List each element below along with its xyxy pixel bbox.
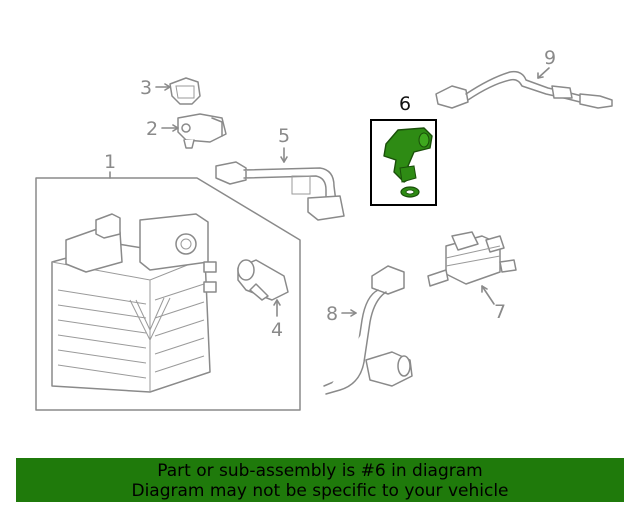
callout-5: 5 xyxy=(278,125,290,163)
callout-6: 6 xyxy=(399,93,411,115)
part-9-oxygen-sensor[interactable] xyxy=(435,70,613,109)
part-1-canister-assembly[interactable] xyxy=(35,177,301,411)
callout-3: 3 xyxy=(140,77,171,99)
part-4-valve[interactable] xyxy=(237,259,289,301)
svg-text:8: 8 xyxy=(326,303,338,325)
svg-text:7: 7 xyxy=(494,301,506,323)
svg-text:1: 1 xyxy=(104,151,116,173)
svg-text:5: 5 xyxy=(278,125,290,147)
svg-text:4: 4 xyxy=(271,319,283,341)
part-7-solenoid[interactable] xyxy=(427,231,517,287)
svg-text:3: 3 xyxy=(140,77,152,99)
part-5-hose[interactable] xyxy=(215,161,345,221)
callout-9: 9 xyxy=(537,47,556,79)
part-8-vapor-line[interactable] xyxy=(323,265,413,395)
part-3-clip[interactable] xyxy=(169,77,201,105)
canister-body xyxy=(51,213,217,393)
banner-line-2: Diagram may not be specific to your vehi… xyxy=(131,481,509,501)
svg-text:9: 9 xyxy=(544,47,556,69)
callout-2: 2 xyxy=(146,118,179,140)
svg-text:2: 2 xyxy=(146,118,158,140)
callout-7: 7 xyxy=(481,285,506,323)
callout-4: 4 xyxy=(271,299,283,341)
info-banner: Part or sub-assembly is #6 in diagram Di… xyxy=(16,458,624,502)
callout-8: 8 xyxy=(326,303,357,325)
part-2-sensor[interactable] xyxy=(177,113,227,149)
parts-diagram: 1 2 3 4 5 xyxy=(35,47,613,411)
banner-line-1: Part or sub-assembly is #6 in diagram xyxy=(157,461,483,481)
svg-text:6: 6 xyxy=(399,93,411,115)
part-6-highlight-box[interactable] xyxy=(370,119,437,206)
part-6-purge-valve xyxy=(383,127,433,198)
callout-1: 1 xyxy=(104,151,116,179)
